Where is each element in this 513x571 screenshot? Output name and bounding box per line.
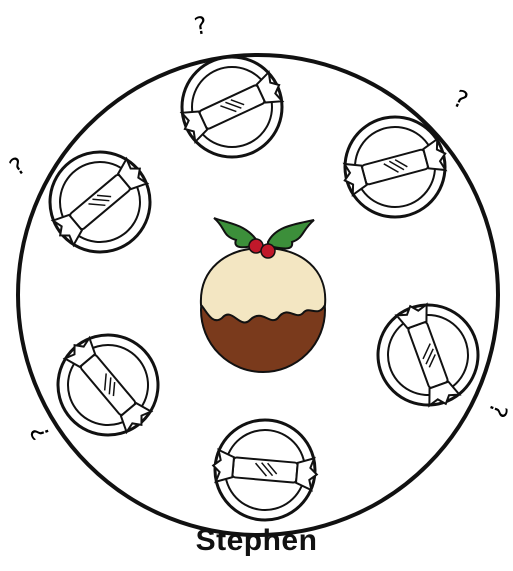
seat-marker-top: ? — [192, 11, 209, 41]
name-label: Stephen — [0, 524, 513, 558]
seat-marker-right-top: ? — [449, 84, 472, 115]
seat-marker-right-bottom: ? — [483, 400, 513, 422]
seat-marker-left-bottom: ? — [25, 422, 56, 444]
seat-marker-left-top: ? — [5, 151, 32, 181]
place-setting-top — [178, 57, 286, 157]
